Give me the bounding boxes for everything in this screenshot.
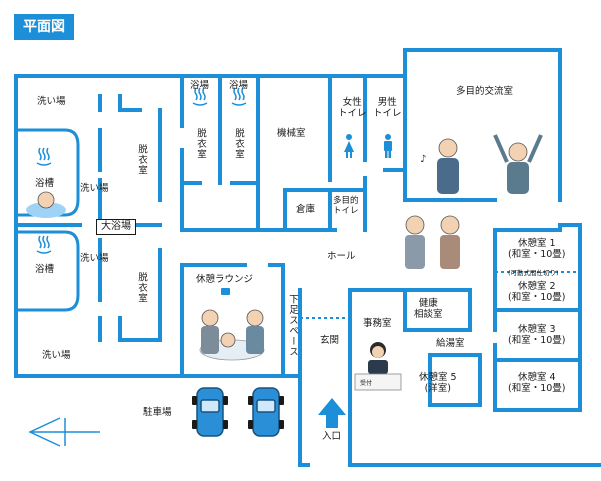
room-dressing-left-top: 脱衣室 [136, 144, 147, 176]
partition-note: (可動式間仕切り) [508, 269, 559, 277]
women-icon [344, 134, 354, 158]
room-hall: ホール [327, 251, 356, 262]
room-rest4: 休憩室 4 (和室・10畳) [508, 372, 566, 394]
page-title: 平面図 [14, 14, 74, 40]
room-kitchenette: 給湯室 [436, 338, 465, 349]
room-multi-exchange: 多目的交流室 [456, 86, 514, 97]
reception-sign: 受付 [360, 380, 373, 387]
room-women-toilet: 女性 トイレ [338, 97, 367, 119]
person-in-tub [26, 191, 66, 218]
people-illustrations: ♪ [26, 134, 543, 391]
hot-spring-icon [192, 87, 208, 106]
room-office: 事務室 [363, 318, 392, 329]
room-bath-b: 浴場 [229, 80, 249, 91]
hot-spring-icons [36, 87, 247, 254]
room-wash-top: 洗い場 [37, 96, 66, 107]
hot-spring-icon [36, 147, 52, 166]
coffee-cup-icon [221, 288, 230, 295]
person-stretching [493, 134, 543, 194]
car-icons [192, 387, 284, 437]
room-rest5: 休憩室 5 (洋室) [419, 372, 457, 394]
room-tub-top: 浴槽 [35, 178, 55, 189]
room-storage: 倉庫 [296, 204, 316, 215]
car-icon [192, 387, 228, 437]
room-wash-mid: 洗い場 [80, 183, 109, 194]
north-arrow-icon [28, 417, 100, 447]
room-dressing-left-bottom: 脱衣室 [136, 272, 147, 304]
room-big-bath: 大浴場 [96, 219, 136, 235]
room-machine: 機械室 [277, 128, 306, 139]
room-rest1: 休憩室 1 (和室・10畳) [508, 238, 566, 260]
room-dressing-b: 脱衣室 [233, 128, 244, 160]
room-wash-bottom: 洗い場 [42, 350, 71, 361]
room-rest2: 休憩室 2 (和室・10畳) [508, 281, 566, 303]
room-tub-bottom: 浴槽 [35, 264, 55, 275]
svg-text:♪: ♪ [420, 154, 426, 165]
room-shoe-space: 下足スペース [287, 294, 298, 357]
room-multi-toilet: 多目的 トイレ [333, 196, 359, 216]
room-men-toilet: 男性 トイレ [373, 97, 402, 119]
receptionist [354, 342, 402, 391]
room-entrance-hall: 玄関 [320, 335, 340, 346]
room-health-consult: 健康 相談室 [414, 298, 443, 320]
entrance-label: 入口 [322, 431, 342, 442]
lounge-group [199, 309, 265, 361]
room-dressing-a: 脱衣室 [195, 128, 206, 160]
elderly-couple [405, 215, 460, 269]
toilet-pictograms [344, 134, 392, 158]
hot-spring-icon [231, 87, 247, 106]
room-rest3: 休憩室 3 (和室・10畳) [508, 324, 566, 346]
parking-label: 駐車場 [143, 407, 172, 418]
car-icon [248, 387, 284, 437]
entrance-arrow-icon [318, 398, 346, 428]
dashed-partitions [300, 271, 580, 319]
men-icon [384, 134, 392, 158]
room-wash-mid2: 洗い場 [80, 253, 109, 264]
room-lounge: 休憩ラウンジ [196, 274, 254, 285]
person-singing: ♪ [420, 138, 459, 194]
hot-spring-icon [36, 235, 52, 254]
room-bath-a: 浴場 [190, 80, 210, 91]
walls [14, 48, 601, 467]
